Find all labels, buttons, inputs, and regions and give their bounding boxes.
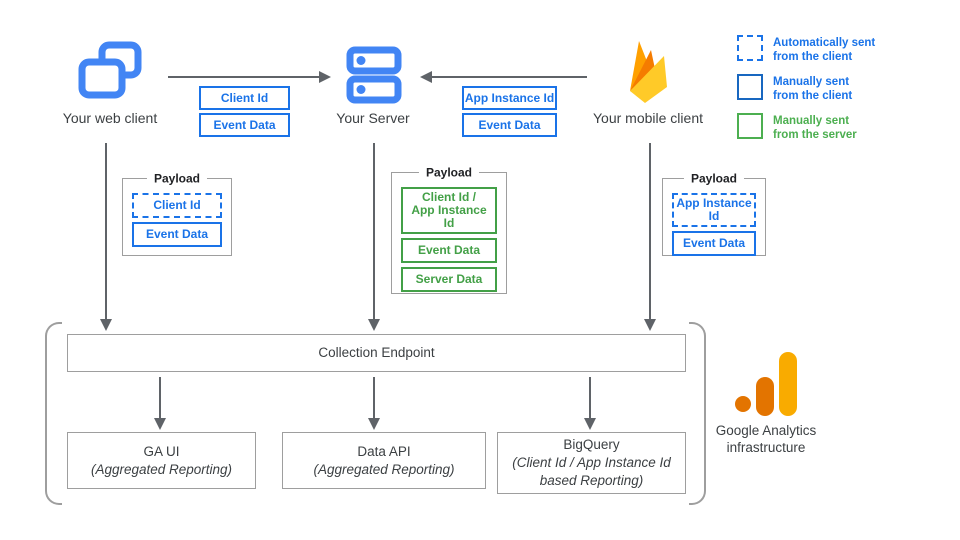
flow-chip-app-instance-id: App Instance Id xyxy=(462,86,557,110)
payload-items: Client Id Event Data xyxy=(132,193,222,247)
payload-items: App Instance Id Event Data xyxy=(672,193,756,256)
payload-box-server: Payload Client Id / App Instance Id Even… xyxy=(391,165,507,294)
payload-item-event-data: Event Data xyxy=(132,222,222,247)
arrow-server-to-endpoint xyxy=(368,143,380,331)
arrow-mobile-to-server xyxy=(420,71,587,83)
collection-endpoint-label: Collection Endpoint xyxy=(318,345,435,360)
payload-title: Payload xyxy=(418,165,480,180)
server-icon xyxy=(346,46,402,104)
web-client-label: Your web client xyxy=(62,110,158,126)
arrow-web-to-endpoint xyxy=(100,143,112,331)
arrow-endpoint-to-ga-ui xyxy=(154,377,166,430)
arrowhead-left xyxy=(420,71,432,83)
arrowhead-down xyxy=(368,418,380,430)
bigquery-box: BigQuery (Client Id / App Instance Id ba… xyxy=(497,432,686,494)
legend-label: Manually sent from the server xyxy=(773,115,857,141)
flow-chip-event-data: Event Data xyxy=(462,113,557,137)
arrowhead-right xyxy=(319,71,331,83)
payload-box-mobile: Payload App Instance Id Event Data xyxy=(662,171,766,256)
legend-item-manual-server: Manually sent from the server xyxy=(737,113,907,142)
arrowhead-down xyxy=(584,418,596,430)
mobile-client-label: Your mobile client xyxy=(593,110,703,126)
arrowhead-down xyxy=(100,319,112,331)
bigquery-title: BigQuery xyxy=(563,437,620,452)
ga-ui-title: GA UI xyxy=(143,443,180,459)
payload-title: Payload xyxy=(146,171,208,186)
collection-endpoint-box: Collection Endpoint xyxy=(67,334,686,372)
legend-label: Manually sent from the client xyxy=(773,76,853,102)
bigquery-subtitle: (Client Id / App Instance Id based Repor… xyxy=(512,455,671,488)
solid-blue-square-icon xyxy=(737,74,763,100)
flow-chip-client-id: Client Id xyxy=(199,86,290,110)
arrow-mobile-to-endpoint xyxy=(644,143,656,331)
payload-item-app-instance-id: App Instance Id xyxy=(672,193,756,227)
arrow-endpoint-to-data-api xyxy=(368,377,380,430)
payload-items: Client Id / App Instance Id Event Data S… xyxy=(401,187,497,292)
ga-ui-box: GA UI (Aggregated Reporting) xyxy=(67,432,256,489)
flow-chip-event-data: Event Data xyxy=(199,113,290,137)
solid-green-square-icon xyxy=(737,113,763,139)
payload-item-event-data: Event Data xyxy=(401,238,497,263)
ga-ui-subtitle: (Aggregated Reporting) xyxy=(90,461,233,477)
payload-item-client-id: Client Id xyxy=(132,193,222,218)
left-bracket xyxy=(45,322,62,505)
payload-item-server-data: Server Data xyxy=(401,267,497,292)
data-api-box: Data API (Aggregated Reporting) xyxy=(282,432,486,489)
payload-item-client-app-id: Client Id / App Instance Id xyxy=(401,187,497,234)
arrowhead-down xyxy=(154,418,166,430)
payload-title: Payload xyxy=(683,171,745,186)
firebase-icon xyxy=(630,41,667,103)
web-client-icon xyxy=(78,41,142,99)
legend-item-manual-client: Manually sent from the client xyxy=(737,74,907,103)
payload-item-event-data: Event Data xyxy=(672,231,756,256)
dashed-blue-square-icon xyxy=(737,35,763,61)
arrowhead-down xyxy=(644,319,656,331)
arrowhead-down xyxy=(368,319,380,331)
data-api-title: Data API xyxy=(357,443,411,459)
legend-label: Automatically sent from the client xyxy=(773,37,876,63)
arrow-endpoint-to-bigquery xyxy=(584,377,596,430)
data-api-subtitle: (Aggregated Reporting) xyxy=(313,461,455,477)
ga-infrastructure-caption: Google Analytics infrastructure xyxy=(715,423,817,455)
arrow-web-to-server xyxy=(168,71,331,83)
right-bracket xyxy=(689,322,706,505)
server-label: Your Server xyxy=(336,110,410,126)
legend-item-auto-client: Automatically sent from the client xyxy=(737,35,907,64)
payload-box-web: Payload Client Id Event Data xyxy=(122,171,232,256)
google-analytics-logo-icon xyxy=(735,352,797,416)
